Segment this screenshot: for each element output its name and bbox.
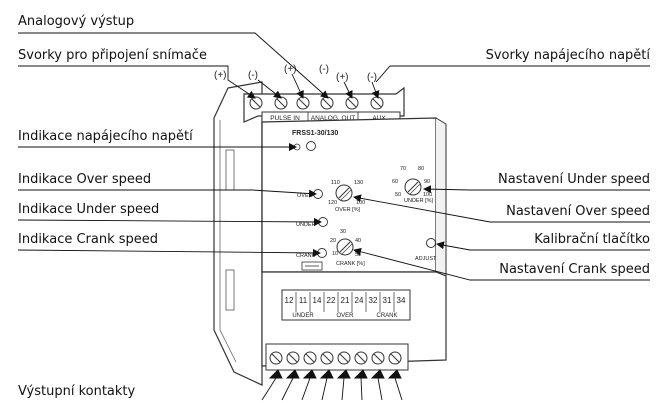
under-speed-dial[interactable] (404, 178, 422, 196)
polarity-minus-2: (-) (319, 64, 329, 75)
led-under-label: UNDER (296, 222, 316, 228)
relay-no-21: 21 (341, 296, 350, 305)
under-scale-100: 100 (423, 192, 432, 198)
label-output-contacts: Výstupní kontakty (18, 384, 136, 399)
adjust-button[interactable] (426, 238, 436, 248)
power-led-housing (306, 141, 316, 151)
label-over-speed-indication: Indikace Over speed (18, 172, 152, 187)
output-contact-arrows (261, 369, 403, 401)
crank-scale-40: 40 (355, 238, 361, 244)
crank-scale-50: 50 (355, 252, 361, 258)
relay-no-24: 24 (355, 296, 364, 305)
relay-group-crank: CRANK (376, 313, 397, 319)
under-scale-90: 90 (424, 179, 430, 185)
crank-scale-20: 20 (330, 238, 336, 244)
relay-no-12: 12 (285, 296, 294, 305)
under-scale-50: 50 (395, 192, 401, 198)
relay-no-31: 31 (383, 296, 392, 305)
relay-no-14: 14 (313, 296, 322, 305)
crank-dial-caption: CRANK [%] (336, 261, 365, 267)
label-supply-terminals: Svorky napájecího napětí (485, 48, 650, 63)
label-under-speed-setting: Nastavení Under speed (498, 172, 650, 187)
label-supply-indication: Indikace napájecího napětí (18, 129, 193, 144)
polarity-plus-1: (+) (214, 70, 227, 81)
over-scale-100: 100 (356, 200, 365, 206)
relay-number-strip (281, 289, 411, 321)
led-crank-label: CRANK (296, 253, 316, 259)
din-rail-body-left (213, 81, 263, 386)
label-under-speed-indication: Indikace Under speed (18, 202, 160, 217)
pulse-in-label: PULSE IN (270, 115, 300, 122)
over-scale-110: 110 (331, 180, 340, 186)
under-scale-80: 80 (418, 166, 424, 172)
label-crank-speed-setting: Nastavení Crank speed (499, 262, 650, 277)
relay-group-over: OVER (336, 313, 354, 319)
label-calibration-button: Kalibrační tlačítko (534, 232, 650, 247)
relay-no-34: 34 (397, 296, 406, 305)
over-speed-dial[interactable] (335, 184, 353, 202)
relay-group-under: UNDER (292, 313, 314, 319)
analog-out-label: ANALOG. OUT (311, 115, 355, 122)
leader-lines (17, 32, 650, 281)
over-scale-130: 130 (354, 180, 363, 186)
label-analog-output: Analogový výstup (18, 14, 135, 29)
polarity-minus-3: (-) (367, 72, 377, 83)
relay-no-32: 32 (369, 296, 378, 305)
upper-screws (249, 96, 384, 110)
lower-screws (269, 351, 402, 365)
led-over-label: OVER (297, 193, 313, 199)
crank-scale-10: 10 (332, 251, 338, 257)
aux-label: AUX (372, 115, 386, 122)
label-sensor-terminals: Svorky pro připojení snímače (18, 48, 207, 63)
under-scale-70: 70 (400, 166, 406, 172)
over-scale-120: 120 (328, 200, 337, 206)
under-dial-caption: UNDER [%] (404, 198, 434, 204)
polarity-minus-1: (-) (248, 70, 258, 81)
under-scale-60: 60 (392, 179, 398, 185)
relay-no-11: 11 (299, 296, 308, 305)
over-dial-caption: OVER [%] (335, 207, 361, 213)
polarity-plus-2: (+) (284, 64, 297, 75)
label-crank-speed-indication: Indikace Crank speed (18, 232, 159, 247)
adjust-label: ADJUST (415, 256, 437, 262)
crank-speed-dial[interactable] (336, 238, 354, 256)
relay-no-22: 22 (327, 296, 336, 305)
crank-scale-30: 30 (340, 229, 346, 235)
polarity-plus-3: (+) (336, 72, 349, 83)
label-over-speed-setting: Nastavení Over speed (506, 204, 650, 219)
model-label: FRSS1-30/130 (292, 130, 338, 137)
